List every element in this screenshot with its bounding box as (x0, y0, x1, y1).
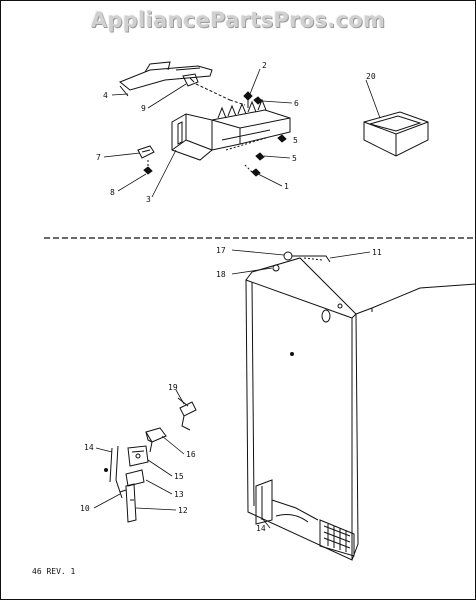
callout-labels: 4 9 2 6 5 5 1 3 7 8 20 17 11 18 19 14 16… (80, 61, 382, 533)
callout-14a: 14 (84, 443, 94, 452)
callout-10: 10 (80, 504, 90, 513)
revision-note: 46 REV. 1 (32, 567, 76, 576)
door-panel (245, 251, 476, 561)
callout-16: 16 (186, 450, 196, 459)
part-ice-mold (211, 98, 291, 151)
ice-maker-assembly (119, 61, 291, 177)
callout-9: 9 (141, 104, 146, 113)
callout-12: 12 (178, 506, 188, 515)
callout-3: 3 (146, 195, 151, 204)
part-1-screw (251, 168, 261, 177)
callout-11: 11 (372, 248, 382, 257)
part-7-bracket (137, 145, 155, 159)
callout-6: 6 (294, 99, 299, 108)
callout-18: 18 (216, 270, 226, 279)
part-3-ice-maker-housing (171, 113, 213, 161)
callout-19: 19 (168, 383, 178, 392)
callout-8: 8 (110, 188, 115, 197)
part-9-clip (182, 73, 199, 87)
callout-5b: 5 (292, 154, 297, 163)
callout-17: 17 (216, 246, 226, 255)
water-valve-assembly (104, 427, 167, 523)
part-5-screw-a (277, 134, 287, 143)
part-8-screw (143, 160, 153, 175)
part-19-fitting (177, 397, 197, 431)
callout-15: 15 (174, 472, 184, 481)
part-5-screw-b (255, 152, 265, 161)
callout-20: 20 (366, 72, 376, 81)
callout-4: 4 (103, 91, 108, 100)
leader-lines-lower (93, 249, 371, 529)
watermark-logo: AppliancePartsPros.com (90, 8, 386, 32)
callout-2: 2 (262, 61, 267, 70)
part-4-bracket (119, 61, 213, 97)
callout-1: 1 (284, 182, 289, 191)
callout-13: 13 (174, 490, 184, 499)
callout-7: 7 (96, 153, 101, 162)
part-20-ice-bucket (363, 111, 429, 157)
leader-lines-upper (103, 68, 381, 198)
callout-5a: 5 (293, 136, 298, 145)
callout-14b: 14 (256, 524, 266, 533)
